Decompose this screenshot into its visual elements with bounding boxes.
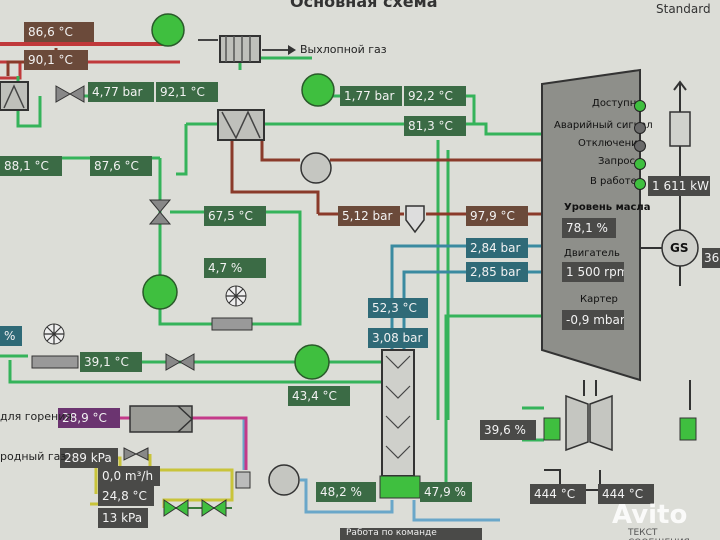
- percent-48-2: 48,2 %: [316, 482, 376, 502]
- engine-speed-value: 1 500 rpm: [562, 262, 624, 282]
- status-running-lamp: [634, 178, 646, 190]
- pump-low: [294, 344, 330, 380]
- intercooler-stack: [381, 349, 415, 477]
- exhaust-pipe: [198, 39, 288, 51]
- percent-39-6: 39,6 %: [480, 420, 536, 440]
- status-request-lamp: [634, 158, 646, 170]
- hot-pipe-2: [0, 60, 22, 80]
- status-alarm-label: Аварийный сигнал: [554, 120, 653, 131]
- temp-92-1: 92,1 °C: [156, 82, 218, 102]
- green-pipe-m: [426, 314, 544, 498]
- temp-444-b: 444 °C: [598, 484, 654, 504]
- mode-indicator[interactable]: Standard: [656, 2, 711, 16]
- generator-power: 1 611 kW: [648, 176, 710, 196]
- cooler-left: [211, 317, 253, 331]
- pump-top: [151, 13, 185, 47]
- pressure-289: 289 kPa: [60, 448, 118, 468]
- percent-4-7: 4,7 %: [204, 258, 266, 278]
- breaker: [669, 111, 691, 147]
- valve-low: [165, 353, 195, 371]
- blower-air: [268, 464, 300, 496]
- pump-mid: [301, 73, 335, 107]
- temp-81-3: 81,3 °C: [404, 116, 466, 136]
- valve-gas-c: [201, 499, 227, 517]
- green-pipe-n: [522, 406, 544, 442]
- temp-97-9: 97,9 °C: [466, 206, 528, 226]
- status-request-label: Запрос: [598, 156, 636, 167]
- temp-43-4: 43,4 °C: [288, 386, 350, 406]
- gas-mixer: [235, 471, 251, 489]
- temp-87-6: 87,6 °C: [90, 156, 152, 176]
- air-pipe-b: [412, 500, 500, 522]
- pressure-4-77: 4,77 bar: [88, 82, 154, 102]
- avito-watermark: Avito: [612, 500, 688, 530]
- operation-mode-button[interactable]: Работа по команде: [340, 528, 482, 540]
- status-available-label: Доступно: [592, 98, 643, 109]
- valve-top-left: [55, 85, 85, 103]
- pressure-5-12: 5,12 bar: [338, 206, 400, 226]
- status-shutdown-lamp: [634, 140, 646, 152]
- screen-title: Основная схема: [290, 0, 438, 11]
- message-text: ТЕКСТ СООБЩЕНИЯ: [628, 528, 690, 540]
- percent-left: %: [0, 326, 22, 346]
- status-alarm-lamp: [634, 122, 646, 134]
- crankcase-label: Картер: [580, 294, 618, 305]
- temp-92-2: 92,2 °C: [404, 86, 466, 106]
- air-pipe-a: [242, 418, 394, 514]
- temp-90-1: 90,1 °C: [24, 50, 88, 70]
- status-running-label: В работе: [590, 176, 637, 187]
- temp-444-a: 444 °C: [530, 484, 586, 504]
- status-shutdown-label: Отключение: [578, 138, 644, 149]
- temp-86-6: 86,6 °C: [24, 22, 94, 42]
- valve-mid: [148, 199, 172, 225]
- pressure-2-85: 2,85 bar: [466, 262, 528, 282]
- pressure-3-08: 3,08 bar: [368, 328, 428, 348]
- valve-gas-a: [123, 447, 149, 461]
- flow-0-0: 0,0 m³/h: [98, 466, 160, 486]
- valve-gas-b: [163, 499, 189, 517]
- exhaust-gas-label: Выхлопной газ: [300, 43, 387, 56]
- green-pipe-l: [436, 140, 450, 420]
- temp-39-1: 39,1 °C: [80, 352, 142, 372]
- pump-left: [142, 274, 178, 310]
- pump-grey: [300, 152, 332, 184]
- crankcase-pressure: -0,9 mbar: [562, 310, 624, 330]
- green-pipe-f: [176, 122, 218, 176]
- pressure-13: 13 kPa: [98, 508, 148, 528]
- thermowell: [405, 205, 425, 234]
- natural-gas-label: родный газ: [0, 450, 67, 463]
- generator-label: GS: [670, 241, 689, 255]
- pressure-2-84: 2,84 bar: [466, 238, 528, 258]
- oil-level-label: Уровень масла: [564, 202, 651, 213]
- pressure-1-77: 1,77 bar: [340, 86, 402, 106]
- temp-67-5: 67,5 °C: [204, 206, 266, 226]
- green-pipe-j: [0, 354, 388, 384]
- temp-24-8: 24,8 °C: [98, 486, 154, 506]
- temp-28-9: 28,9 °C: [58, 408, 120, 428]
- temp-52-3: 52,3 °C: [368, 298, 428, 318]
- green-pipe-e: [264, 122, 552, 136]
- plate-heat-exchanger: [217, 109, 265, 141]
- cooler-low: [31, 355, 79, 369]
- status-available-lamp: [634, 100, 646, 112]
- percent-47-9: 47,9 %: [420, 482, 472, 502]
- oil-level-value: 78,1 %: [562, 218, 616, 238]
- brown-pipe-b: [230, 140, 320, 214]
- temp-88-1: 88,1 °C: [0, 156, 62, 176]
- turbo-left: [565, 394, 613, 452]
- engine-speed-label: Двигатель: [564, 248, 620, 259]
- combustion-air-label: для горения: [0, 410, 72, 423]
- exhaust-arrow: [288, 45, 296, 55]
- value-cut-right: 36: [702, 248, 720, 268]
